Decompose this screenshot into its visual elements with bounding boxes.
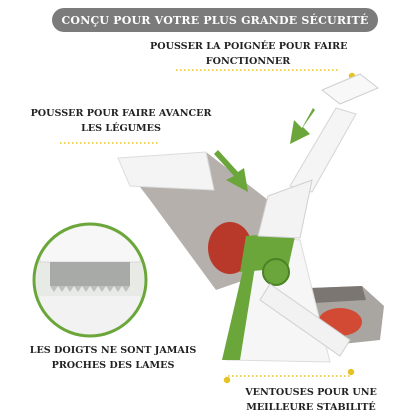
dot-suction-left xyxy=(223,376,231,384)
callout-fingers-line1: LES DOIGTS NE SONT JAMAIS xyxy=(29,345,197,356)
blade-icon xyxy=(50,262,130,286)
push-handle xyxy=(257,73,379,239)
callout-push-line1: POUSSER POUR FAIRE AVANCER xyxy=(30,108,212,119)
dot-suction-right xyxy=(347,368,355,376)
arrow-push-icon xyxy=(214,150,248,192)
callout-connectors xyxy=(60,69,350,377)
blade-inset xyxy=(32,222,148,338)
arrow-handle-icon xyxy=(290,108,315,144)
callout-suction-line2: MEILLEURE STABILITÉ xyxy=(246,402,376,413)
callout-push-line2: LES LÉGUMES xyxy=(81,123,161,134)
callout-push: POUSSER POUR FAIRE AVANCER LES LÉGUMES xyxy=(28,106,214,136)
callout-handle-line1: POUSSER LA POIGNÉE POUR FAIRE xyxy=(150,41,348,52)
callout-handle: POUSSER LA POIGNÉE POUR FAIRE FONCTIONNE… xyxy=(150,39,348,69)
tomato-in-chute xyxy=(208,222,252,274)
chute xyxy=(117,151,268,290)
title-banner: CONÇU POUR VOTRE PLUS GRANDE SÉCURITÉ xyxy=(52,8,378,32)
callout-suction: VENTOUSES POUR UNE MEILLEURE STABILITÉ xyxy=(222,385,400,415)
slicer-body xyxy=(222,232,351,363)
callout-handle-line2: FONCTIONNER xyxy=(205,56,291,67)
callout-suction-line1: VENTOUSES POUR UNE xyxy=(245,387,377,398)
handle-pivot xyxy=(262,258,290,286)
callout-fingers-line2: PROCHES DES LAMES xyxy=(51,360,175,371)
callout-fingers: LES DOIGTS NE SONT JAMAIS PROCHES DES LA… xyxy=(24,343,202,373)
